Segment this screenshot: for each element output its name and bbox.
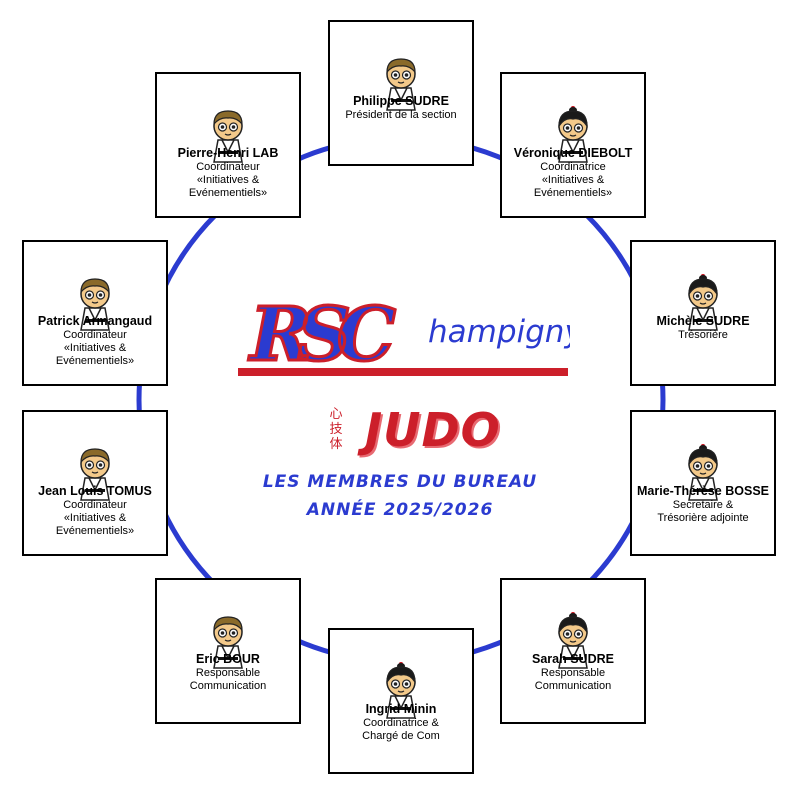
member-role: Coordinateur «Initiatives & Evénementiel… xyxy=(188,161,268,199)
member-role: Coordinatrice & Chargé de Com xyxy=(362,717,440,742)
headline: LES MEMBRES DU BUREAU xyxy=(262,472,538,492)
member-role: Trésorière xyxy=(678,329,728,341)
member-name: Marie-Thérèse BOSSE xyxy=(637,484,769,498)
member-name: Patrick Armangaud xyxy=(37,314,153,328)
girl-judoka-icon xyxy=(679,442,727,502)
member-role: Secretaire & Trésorière adjointe xyxy=(657,499,749,524)
girl-judoka-icon xyxy=(377,660,425,720)
member-name: Sarah SUDRE xyxy=(532,652,614,666)
section-name: JUDO xyxy=(365,403,501,457)
member-role: Responsable Communication xyxy=(534,667,612,692)
member-name: Jean Louis TOMUS xyxy=(38,484,152,498)
club-logo: RSC hampigny xyxy=(238,291,570,380)
member-name: Michèle SUDRE xyxy=(656,314,750,328)
logo-red-stripe xyxy=(238,368,568,376)
boy-judoka-icon xyxy=(204,106,252,164)
boy-judoka-icon xyxy=(204,612,252,670)
member-role: Coordinatrice «Initiatives & Evénementie… xyxy=(533,161,613,199)
season: ANNÉE 2025/2026 xyxy=(306,500,494,520)
member-role: Président de la section xyxy=(345,109,457,121)
member-name: Eric BOUR xyxy=(196,652,260,666)
logo-initials: RSC xyxy=(248,292,396,378)
member-role: Coordinateur «Initiatives & Evénementiel… xyxy=(55,499,135,537)
boy-judoka-icon xyxy=(71,274,119,332)
judo-kanji: 心技体 xyxy=(329,406,343,451)
girl-judoka-icon xyxy=(549,610,597,670)
boy-judoka-icon xyxy=(377,54,425,112)
member-name: Philippe SUDRE xyxy=(353,94,449,108)
member-role: Responsable Communication xyxy=(189,667,267,692)
member-name: Pierre-Henri LAB xyxy=(177,146,279,160)
girl-judoka-icon xyxy=(549,104,597,164)
girl-judoka-icon xyxy=(679,272,727,332)
member-name: Ingrid Minin xyxy=(365,702,437,716)
boy-judoka-icon xyxy=(71,444,119,502)
logo-city: hampigny xyxy=(428,314,570,350)
member-name: Véronique DIEBOLT xyxy=(513,146,633,160)
member-role: Coordinateur «Initiatives & Evénementiel… xyxy=(55,329,135,367)
